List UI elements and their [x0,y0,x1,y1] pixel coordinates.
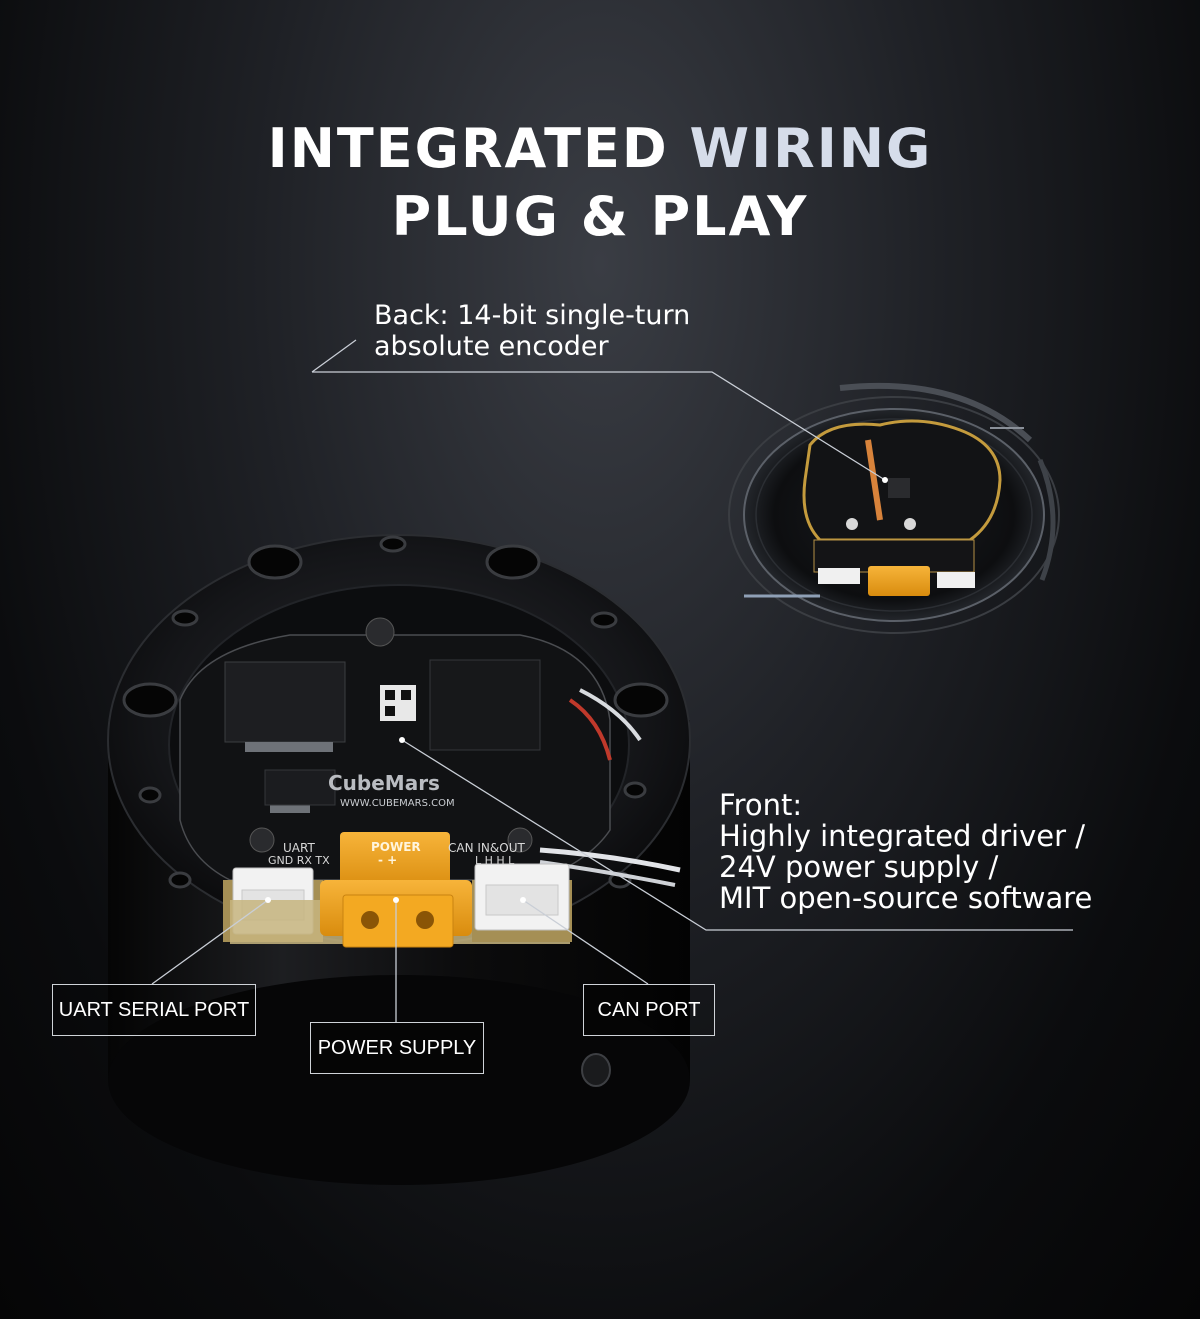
power-supply-label: POWER SUPPLY [310,1022,484,1074]
can-port-label: CAN PORT [583,984,715,1036]
power-silk-label: POWER [371,840,421,854]
callout-back-encoder: Back: 14-bit single-turn absolute encode… [374,300,690,362]
callout-front-line-3: 24V power supply / [719,850,999,884]
headline-line-1: INTEGRATED WIRING [0,116,1200,182]
can-silk-label: CAN IN&OUT [448,841,525,855]
headline-line-2: PLUG & PLAY [391,185,809,248]
board-brand: CubeMars [328,771,440,795]
callout-front-line-2: Highly integrated driver / [719,819,1085,853]
callout-front-line-4: MIT open-source software [719,881,1093,915]
board-website: WWW.CUBEMARS.COM [340,798,455,809]
uart-silk-pins: GND RX TX [268,854,330,867]
can-silk-pins: L H H L [475,854,515,867]
callout-back-line-2: absolute encoder [374,331,609,362]
uart-silk-label: UART [283,841,315,855]
uart-serial-port-label: UART SERIAL PORT [52,984,256,1036]
leader-dots [265,477,888,903]
callout-front-driver: Front: Highly integrated driver / 24V po… [719,790,1092,914]
callout-back-line-1: Back: 14-bit single-turn [374,300,691,331]
driver-board: CubeMars WWW.CUBEMARS.COM [179,617,681,887]
headline-word-wiring: WIRING [689,117,933,180]
power-silk-pins: - + [378,853,397,867]
encoder-inset [728,382,1060,634]
callout-front-line-1: Front: [719,788,803,822]
leader-lines [151,339,1073,1022]
headline-word-integrated: INTEGRATED [267,117,669,180]
